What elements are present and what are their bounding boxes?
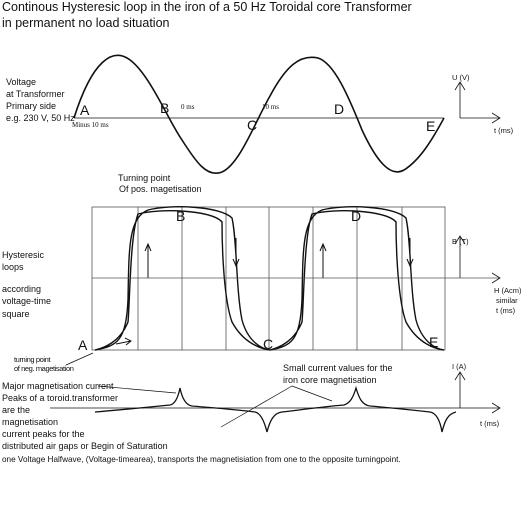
- arrow-up-icon: [319, 242, 327, 278]
- hysteresis-point-d: D: [351, 208, 361, 224]
- time-mark-0ms: 0 ms: [181, 103, 195, 111]
- voltage-label-4: e.g. 230 V, 50 Hz: [6, 113, 75, 123]
- voltage-label-1: Voltage: [6, 77, 36, 87]
- peak-label-6: distributed air gaps or Begin of Saturat…: [2, 441, 168, 451]
- voltage-point-d: D: [334, 101, 344, 117]
- i-axis-label: I (A): [452, 362, 467, 371]
- hysteresis-label-6: square: [2, 309, 30, 319]
- arrow-down-icon: [232, 238, 240, 268]
- title-line-2: in permanent no load situation: [2, 16, 170, 30]
- turning-neg-leader: [65, 352, 94, 366]
- current-t-axis-arrow-icon: [491, 402, 501, 414]
- voltage-t-axis-arrow-icon: [491, 112, 501, 124]
- hysteresis-loop-2: [269, 206, 445, 351]
- hysteresis-frame: [91, 206, 446, 351]
- arrow-up-icon: [144, 242, 152, 278]
- voltage-point-a: A: [80, 102, 90, 118]
- h-axis-label-1: H (Acm): [494, 286, 522, 295]
- current-t-axis-label: t (ms): [480, 419, 500, 428]
- arrow-right-icon: [115, 337, 132, 346]
- peak-leader: [97, 385, 177, 394]
- voltage-sine-wave: [73, 54, 445, 175]
- peak-label-5: current peaks for the: [2, 429, 85, 439]
- small-current-label-2: iron core magnetisation: [283, 375, 377, 385]
- turning-neg-label-2: of neg. magetisation: [14, 364, 74, 373]
- voltage-point-c: C: [247, 117, 257, 133]
- hysteresis-label-2: loops: [2, 262, 24, 272]
- u-axis-arrow-icon: [454, 81, 466, 91]
- hysteresis-point-c: C: [263, 336, 273, 352]
- hysteresis-label-4: according: [2, 284, 41, 294]
- title-line-1: Continous Hysteresic loop in the iron of…: [2, 0, 412, 14]
- current-waveform: [94, 385, 457, 433]
- peak-label-3: are the: [2, 405, 30, 415]
- hysteresis-point-e: E: [429, 334, 438, 350]
- voltage-label-2: at Transformer: [6, 89, 65, 99]
- peak-label-1: Major magnetisation current: [2, 381, 114, 391]
- peak-label-4: magnetisation: [2, 417, 58, 427]
- footer-text: one Voltage Halfwave, (Voltage-timearea)…: [2, 455, 401, 464]
- voltage-t-axis-label: t (ms): [494, 126, 514, 135]
- hysteresis-point-a: A: [78, 337, 88, 353]
- h-axis-label-3: t (ms): [496, 306, 516, 315]
- turning-pos-label-1: Turning point: [118, 173, 171, 183]
- i-axis-arrow-icon: [454, 371, 466, 381]
- b-axis-label: B (T): [452, 237, 469, 246]
- small-current-leader-2: [291, 385, 333, 402]
- u-axis-label: U (V): [452, 73, 470, 82]
- h-axis-arrow-icon: [491, 272, 501, 284]
- voltage-point-b: B: [160, 100, 169, 116]
- hysteresis-label-1: Hysteresic: [2, 250, 45, 260]
- hysteresis-loop-1: [94, 206, 271, 351]
- peak-label-2: Peaks of a toroid.transformer: [2, 393, 118, 403]
- turning-pos-label-2: Of pos. magetisation: [119, 184, 202, 194]
- voltage-label-3: Primary side: [6, 101, 56, 111]
- small-current-leader-1: [220, 385, 293, 428]
- time-mark-minus-10ms: Minus 10 ms: [72, 121, 109, 129]
- turning-neg-label-1: turning point: [14, 355, 51, 364]
- h-axis-label-2: similar: [496, 296, 518, 305]
- time-mark-10ms: 10 ms: [262, 103, 279, 111]
- b-axis-arrow-icon: [454, 235, 466, 245]
- voltage-point-e: E: [426, 118, 435, 134]
- hysteresis-label-5: voltage-time: [2, 296, 51, 306]
- arrow-down-icon: [406, 238, 414, 268]
- small-current-label-1: Small current values for the: [283, 363, 393, 373]
- hysteresis-point-b: B: [176, 208, 185, 224]
